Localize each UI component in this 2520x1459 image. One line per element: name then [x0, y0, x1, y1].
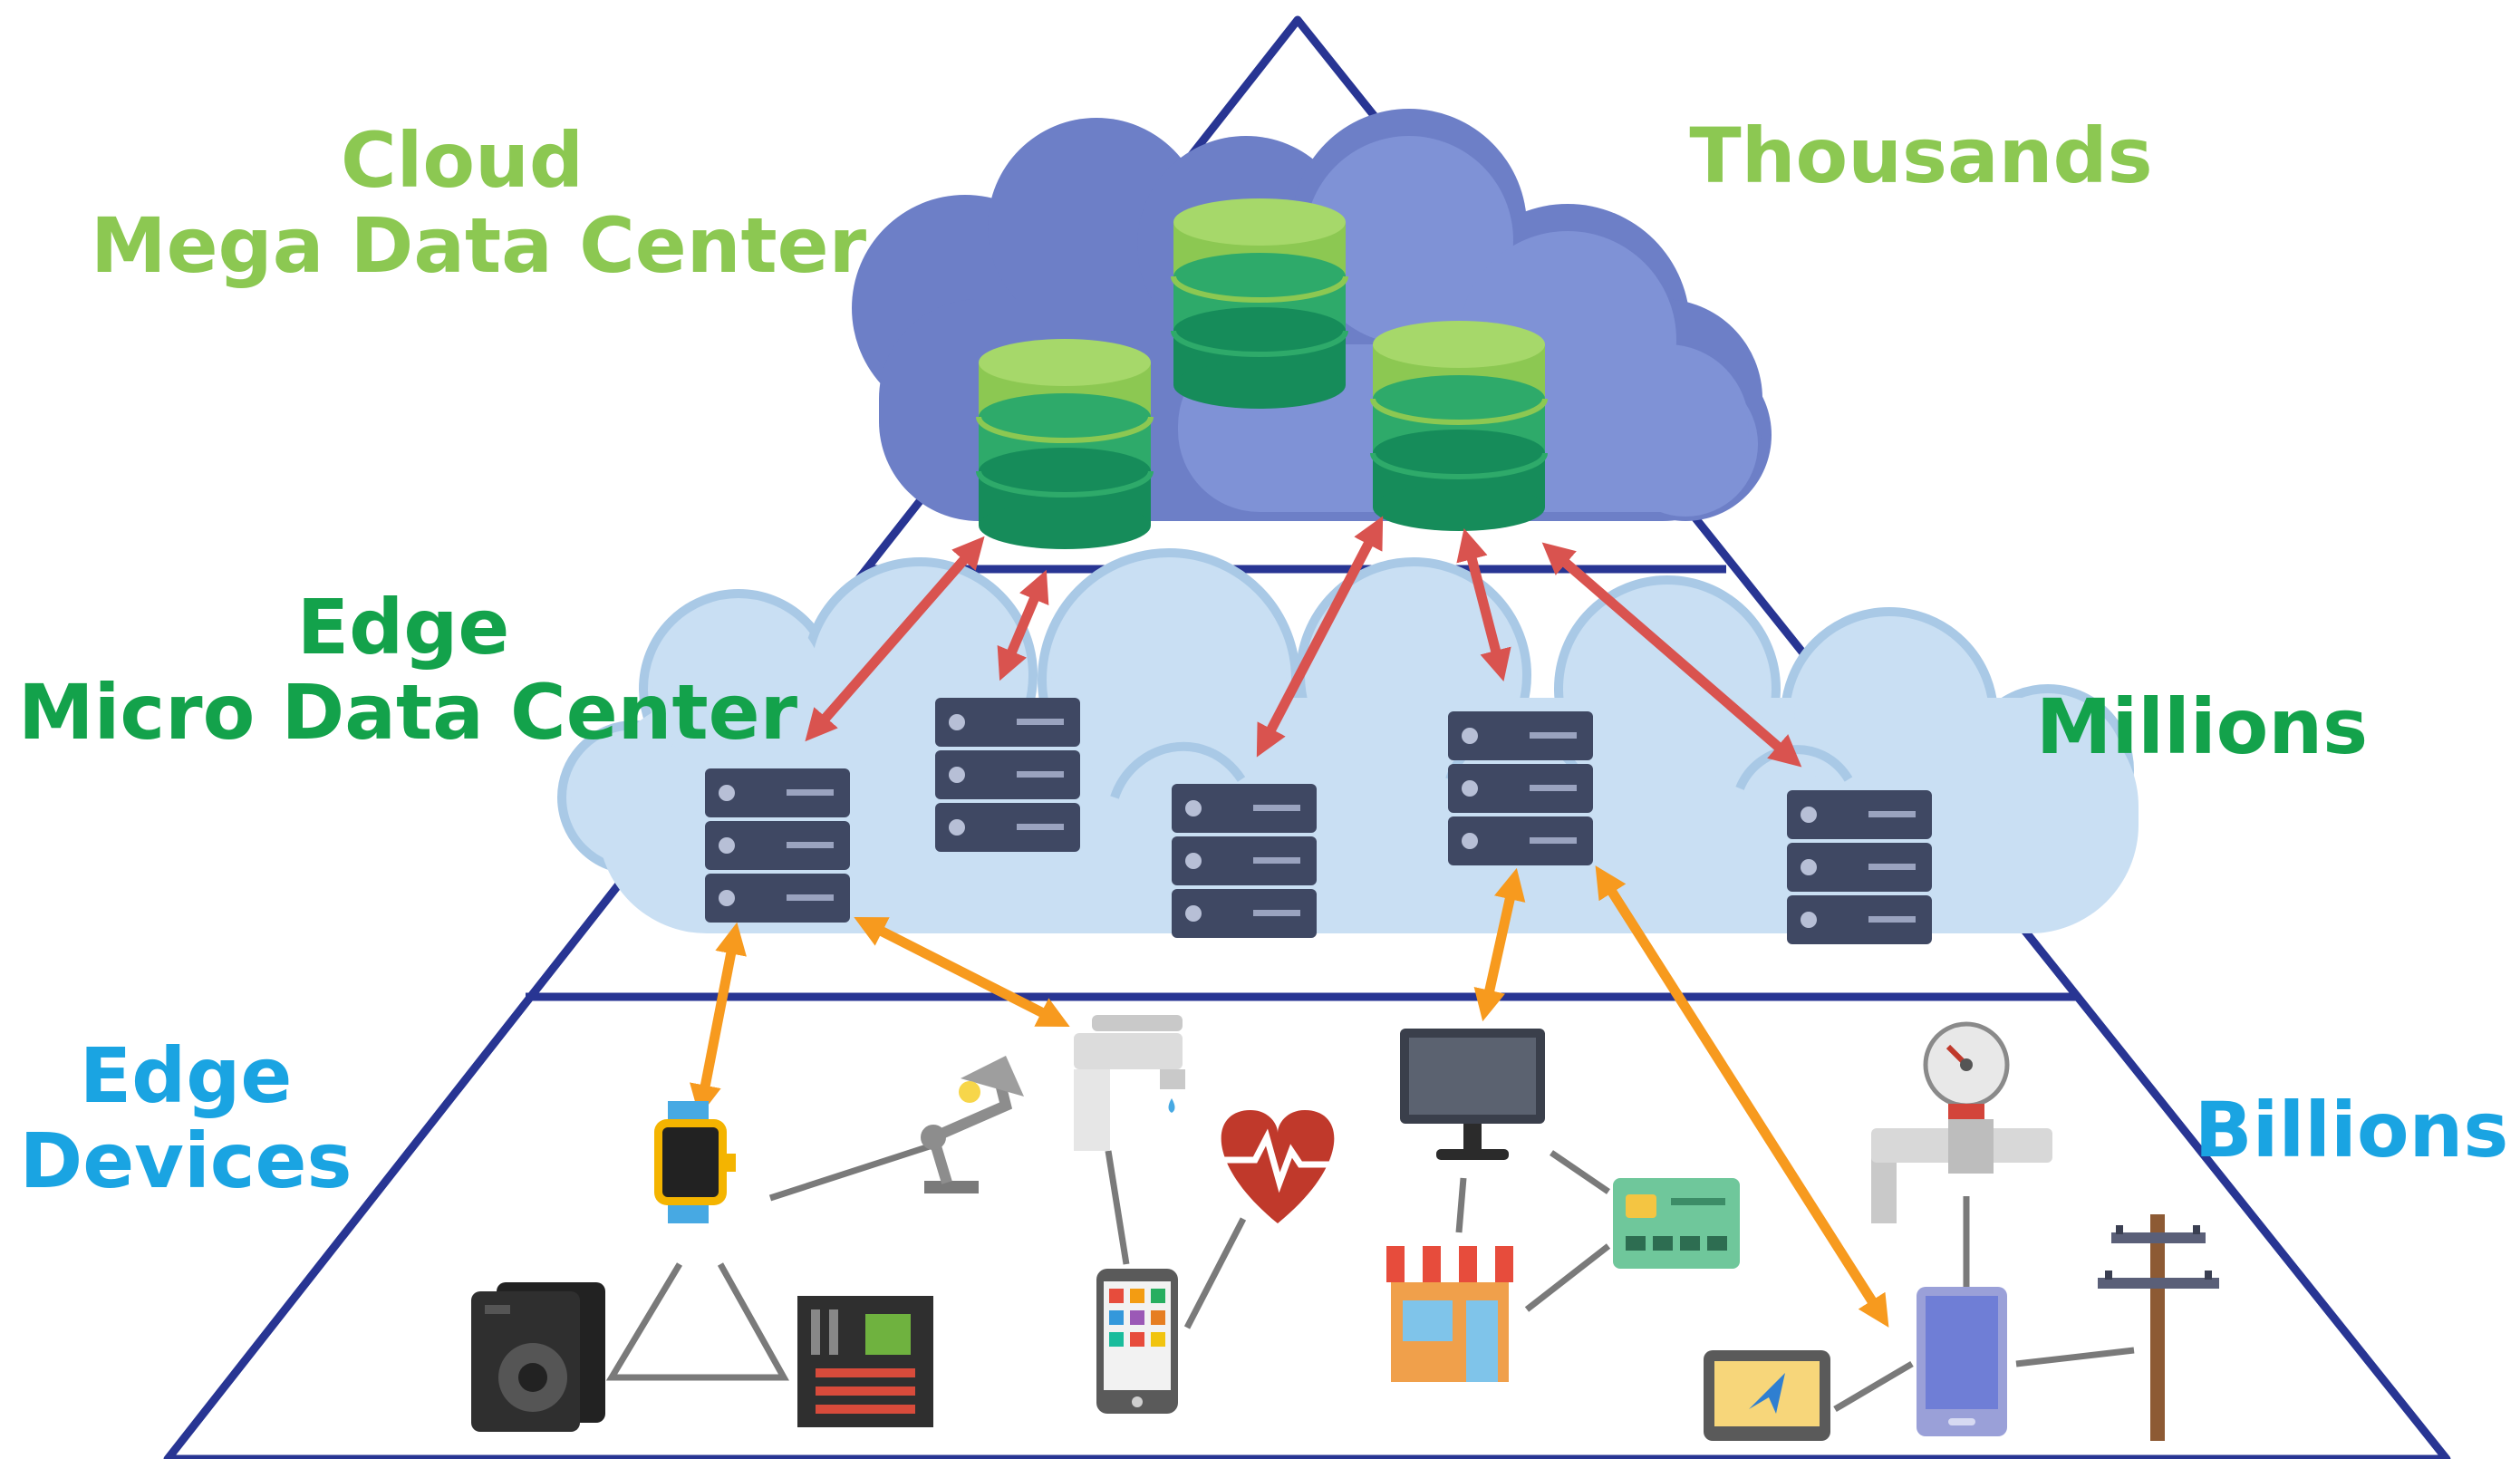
pipe-valve-icon: [1871, 1119, 2052, 1223]
cloud-tier-title: Cloud: [340, 116, 584, 205]
database-icon: [979, 339, 1151, 549]
smartphone-icon: [1096, 1269, 1178, 1414]
cloud-tier-label: Cloud Mega Data Center: [91, 116, 867, 291]
edge-device-links: [690, 865, 1889, 1328]
devices-tier-title: Edge: [79, 1031, 293, 1120]
database-icon: [1173, 198, 1346, 409]
edge-tier-title: Edge: [296, 583, 510, 672]
devices-tier-label: Edge Devices: [9, 1033, 362, 1203]
power-pole-icon: [2098, 1214, 2219, 1441]
faucet-icon: [1074, 1015, 1185, 1151]
desk-lamp-icon: [921, 1056, 1024, 1193]
credit-card-icon: [1613, 1178, 1740, 1269]
mobile-device-icon: [1917, 1287, 2007, 1436]
edge-tier-subtitle: Micro Data Center: [18, 668, 798, 758]
speaker-icon: [471, 1282, 605, 1432]
desktop-monitor-icon: [1400, 1029, 1545, 1160]
devices-tier-subtitle: Devices: [19, 1116, 352, 1206]
pressure-gauge-icon: [1923, 1021, 2010, 1124]
server-rack-icon: [705, 768, 850, 923]
edge-tier-count: Millions: [2035, 682, 2369, 771]
database-icon: [1373, 321, 1545, 531]
server-rack-icon: [1172, 784, 1317, 938]
heart-rate-icon: [1221, 1110, 1335, 1223]
server-rack-icon: [935, 698, 1080, 852]
server-rack-icon: [1787, 790, 1932, 944]
server-rack-icon: [1448, 711, 1593, 865]
devices-tier-count: Billions: [2194, 1086, 2509, 1174]
smartwatch-icon: [654, 1101, 736, 1223]
edge-tier-label: Edge Micro Data Center: [18, 583, 798, 758]
device-network-links: [605, 1140, 2135, 1413]
cloud-tier-count: Thousands: [1689, 111, 2153, 200]
circuit-board-icon: [797, 1296, 933, 1427]
cloud-tier-subtitle: Mega Data Center: [91, 201, 867, 291]
gps-navigator-icon: [1704, 1350, 1830, 1441]
storefront-icon: [1386, 1246, 1513, 1382]
cloud-edge-links: [805, 516, 1802, 768]
